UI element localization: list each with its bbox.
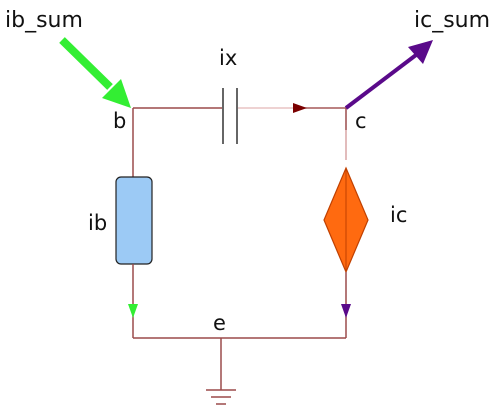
capacitor-ix: [222, 88, 238, 144]
label-node-e: e: [213, 311, 226, 335]
ib-sum-arrow: [59, 37, 131, 108]
ix-direction-arrow: [293, 103, 307, 113]
ic-direction-arrow: [341, 304, 351, 318]
ic-sum-arrow: [344, 40, 433, 110]
label-node-c: c: [355, 109, 367, 133]
label-ib-sum: ib_sum: [5, 8, 83, 33]
label-node-b: b: [113, 109, 126, 133]
label-ix: ix: [219, 46, 237, 70]
label-ic-sum: ic_sum: [414, 8, 490, 33]
ib-direction-arrow: [128, 304, 138, 318]
label-ib: ib: [88, 211, 107, 235]
label-ic: ic: [390, 203, 407, 227]
resistor-ib: [115, 176, 153, 265]
ground-symbol: [206, 338, 236, 405]
